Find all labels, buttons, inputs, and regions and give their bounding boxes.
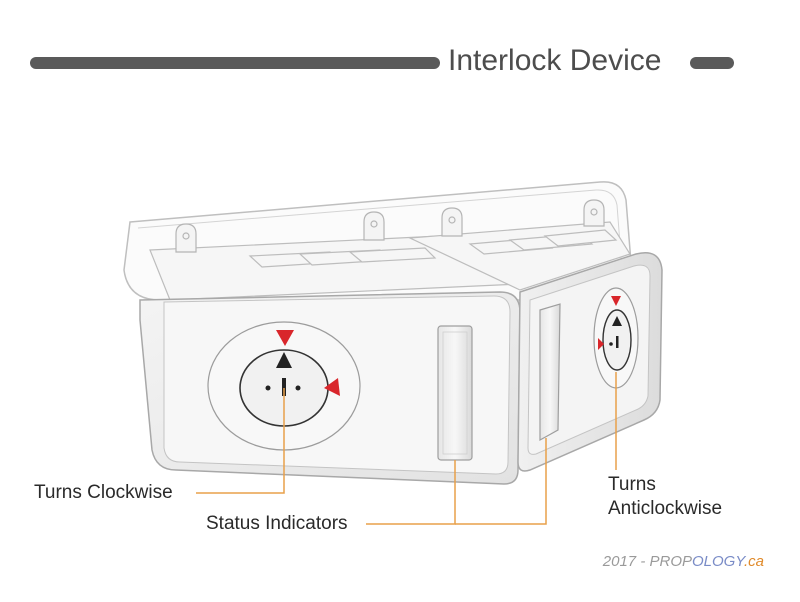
callout-status-line-b	[455, 438, 547, 525]
callout-lines	[196, 372, 617, 525]
mounting-tabs	[175, 199, 605, 253]
label-turns-clockwise: Turns Clockwise	[34, 482, 173, 503]
up-arrow-icon	[276, 352, 292, 368]
status-indicator-strip-right	[539, 303, 561, 442]
anticlockwise-dial	[593, 287, 639, 389]
label-turns-anticlockwise-line1: Turns	[608, 474, 656, 495]
credit-mid: OLOGY	[692, 553, 744, 570]
label-status-indicators: Status Indicators	[206, 513, 348, 534]
title-bar-right	[690, 57, 734, 69]
up-arrow-small-icon	[612, 316, 622, 326]
callout-clockwise-line	[196, 388, 285, 494]
red-marker-right-icon	[324, 378, 340, 396]
title-bar-left	[30, 57, 440, 69]
housing-top	[149, 221, 631, 301]
red-marker-left-small-icon	[598, 338, 604, 350]
status-indicator-strip-left	[437, 325, 473, 461]
red-marker-top-icon	[276, 330, 294, 346]
red-marker-top-small-icon	[611, 296, 621, 306]
credit-text: 2017 - PROPOLOGY.ca	[603, 553, 764, 570]
credit-prefix: 2017 - PROP	[602, 553, 692, 570]
label-turns-anticlockwise-line2: Anticlockwise	[608, 498, 723, 519]
page-title: Interlock Device	[448, 44, 662, 77]
credit-suffix: .ca	[743, 553, 764, 570]
